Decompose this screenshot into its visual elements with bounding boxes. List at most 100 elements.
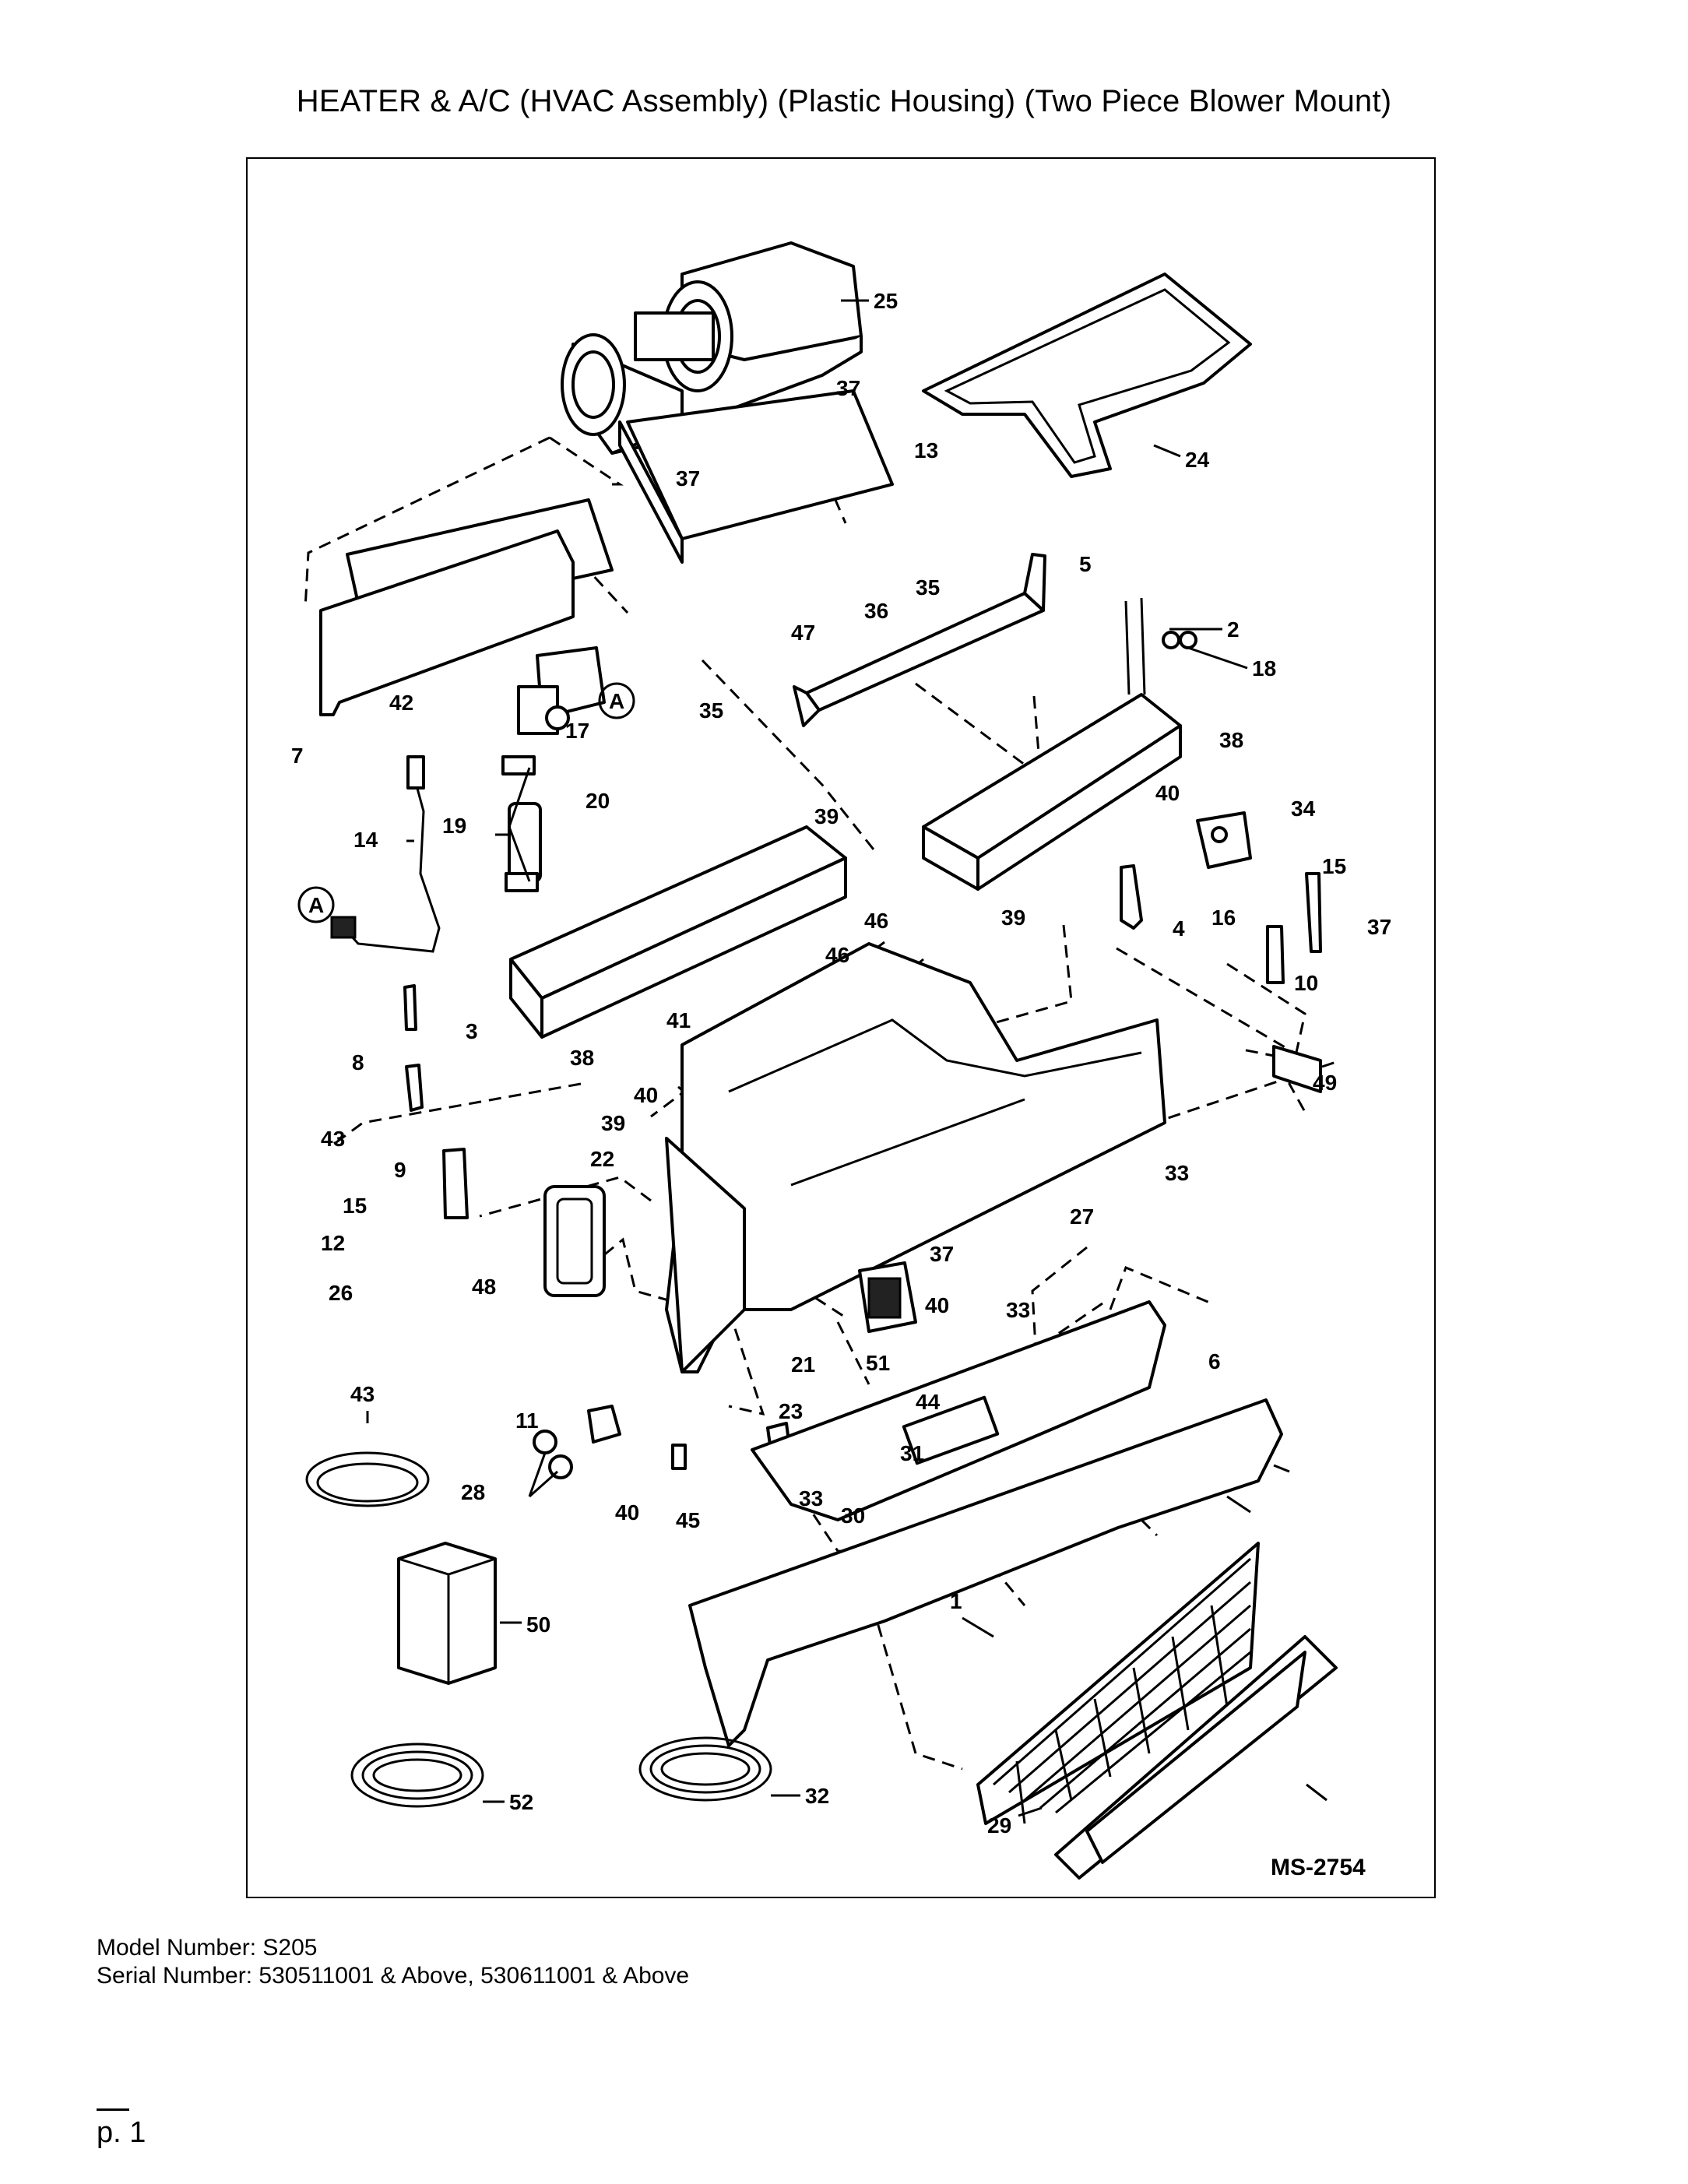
- callout-label: 42: [389, 691, 413, 715]
- callout-label: 46: [825, 943, 849, 967]
- seal-coil-50: [350, 1743, 484, 1808]
- latch-clip: [1272, 1045, 1322, 1093]
- hvac-housing: [665, 942, 1166, 1373]
- callout-label: 40: [925, 1293, 949, 1317]
- small-brackets: [403, 864, 1322, 1031]
- duct-gasket: [543, 1185, 606, 1297]
- callout-label: 15: [1322, 854, 1346, 878]
- callout-label: 35: [699, 698, 723, 723]
- expansion-valve: [1196, 811, 1252, 869]
- callout-label: 37: [1367, 915, 1391, 939]
- callout-label: 49: [1313, 1071, 1337, 1095]
- callout-label: 33: [799, 1486, 823, 1511]
- callout-label: 21: [791, 1352, 815, 1377]
- water-valve: [517, 646, 606, 735]
- callout-label: 3: [466, 1019, 478, 1043]
- drain-tubing: [305, 1451, 430, 1507]
- marker-a-circle: [297, 886, 335, 923]
- callout-labels: 25 37 24 13 37 5 35 36 2 47 18 7 42 17 A…: [291, 289, 1391, 1838]
- pulley-bracket: [533, 1405, 793, 1479]
- callout-label: 44: [916, 1390, 941, 1414]
- callout-label: 24: [1185, 448, 1210, 472]
- callout-label: 12: [321, 1231, 345, 1255]
- drawing-number: MS-2754: [1271, 1855, 1366, 1880]
- connection-markers: [297, 682, 635, 923]
- front-panel: [751, 1300, 1166, 1521]
- side-brackets: [405, 1064, 469, 1219]
- callout-label: 35: [916, 575, 940, 600]
- callout-label: 28: [461, 1480, 485, 1504]
- blower-assembly: [561, 241, 863, 455]
- callout-label: 33: [1165, 1161, 1189, 1185]
- callout-label: 34: [1291, 797, 1316, 821]
- refrigerant-oil-carton: [397, 1542, 497, 1685]
- callout-label: 40: [1155, 781, 1180, 805]
- callout-label: 43: [321, 1127, 345, 1151]
- mount-bracket: [319, 529, 575, 716]
- callout-label: 40: [615, 1500, 639, 1525]
- relay-module: [858, 1261, 917, 1333]
- cover-panel: [688, 1398, 1283, 1747]
- callout-label: 37: [676, 466, 700, 491]
- air-filter: [1054, 1635, 1338, 1880]
- callout-label: 32: [805, 1784, 829, 1808]
- callout-label: 18: [1252, 656, 1276, 681]
- diagram-frame: [246, 157, 1436, 1898]
- callout-label: 38: [1219, 728, 1243, 752]
- heater-core: [509, 825, 847, 1039]
- callout-label: 51: [866, 1351, 890, 1375]
- callout-label: 25: [874, 289, 898, 313]
- callout-label: 37: [836, 376, 860, 400]
- callout-label: 29: [987, 1813, 1011, 1838]
- model-number: Model Number: S205: [97, 1935, 318, 1961]
- callout-label: 7: [291, 744, 304, 768]
- callout-label: 11: [515, 1409, 539, 1433]
- callout-label: 48: [472, 1275, 496, 1299]
- callout-label: 39: [601, 1111, 625, 1135]
- callout-label: 45: [676, 1508, 700, 1532]
- callout-label: 8: [352, 1050, 364, 1074]
- evaporator-coil: [922, 597, 1197, 891]
- callout-label: 23: [779, 1399, 803, 1423]
- page-title: HEATER & A/C (HVAC Assembly) (Plastic Ho…: [296, 84, 1392, 118]
- callout-label: 31: [900, 1441, 924, 1465]
- callout-label: 17: [565, 719, 589, 743]
- callout-label: 9: [394, 1158, 406, 1182]
- callout-label: 5: [1079, 552, 1092, 576]
- callout-label: 41: [666, 1008, 691, 1032]
- callout-label: 50: [526, 1613, 550, 1637]
- callout-label: 46: [864, 909, 888, 933]
- callout-label: 52: [509, 1790, 533, 1814]
- callout-label: 26: [329, 1281, 353, 1305]
- callout-label: A: [609, 689, 624, 713]
- callout-label: 13: [914, 438, 938, 462]
- callout-label: 40: [634, 1083, 658, 1107]
- heater-hose: [501, 755, 542, 892]
- callout-label: 36: [864, 599, 888, 623]
- callout-label: 30: [841, 1503, 865, 1528]
- air-grille: [976, 1542, 1260, 1825]
- callout-label: 39: [1001, 906, 1025, 930]
- callout-label: 33: [1006, 1298, 1030, 1322]
- callout-label: 43: [350, 1382, 375, 1406]
- callout-label: 22: [590, 1147, 614, 1171]
- callout-label: 4: [1173, 916, 1185, 941]
- callout-label: 2: [1227, 617, 1240, 642]
- seal-coil-52: [638, 1736, 772, 1802]
- exploded-parts-diagram: 25 37 24 13 37 5 35 36 2 47 18 7 42 17 A…: [291, 241, 1391, 1880]
- callout-label: 1: [950, 1589, 962, 1613]
- wire-harness: [330, 755, 441, 953]
- marker-a-circle: [598, 682, 635, 719]
- page-number: p. 1: [97, 2116, 146, 2149]
- callout-label: 37: [930, 1242, 954, 1266]
- callout-label: 6: [1208, 1349, 1221, 1373]
- callout-label: A: [308, 893, 324, 917]
- cross-bracket: [793, 553, 1046, 727]
- callout-label: 38: [570, 1046, 594, 1070]
- callout-label: 14: [353, 828, 378, 852]
- callout-label: 10: [1294, 971, 1318, 995]
- callout-label: 15: [343, 1194, 367, 1218]
- callout-label: 27: [1070, 1205, 1094, 1229]
- page-number-rule: [97, 2108, 129, 2111]
- leader-lines: [366, 299, 1328, 1817]
